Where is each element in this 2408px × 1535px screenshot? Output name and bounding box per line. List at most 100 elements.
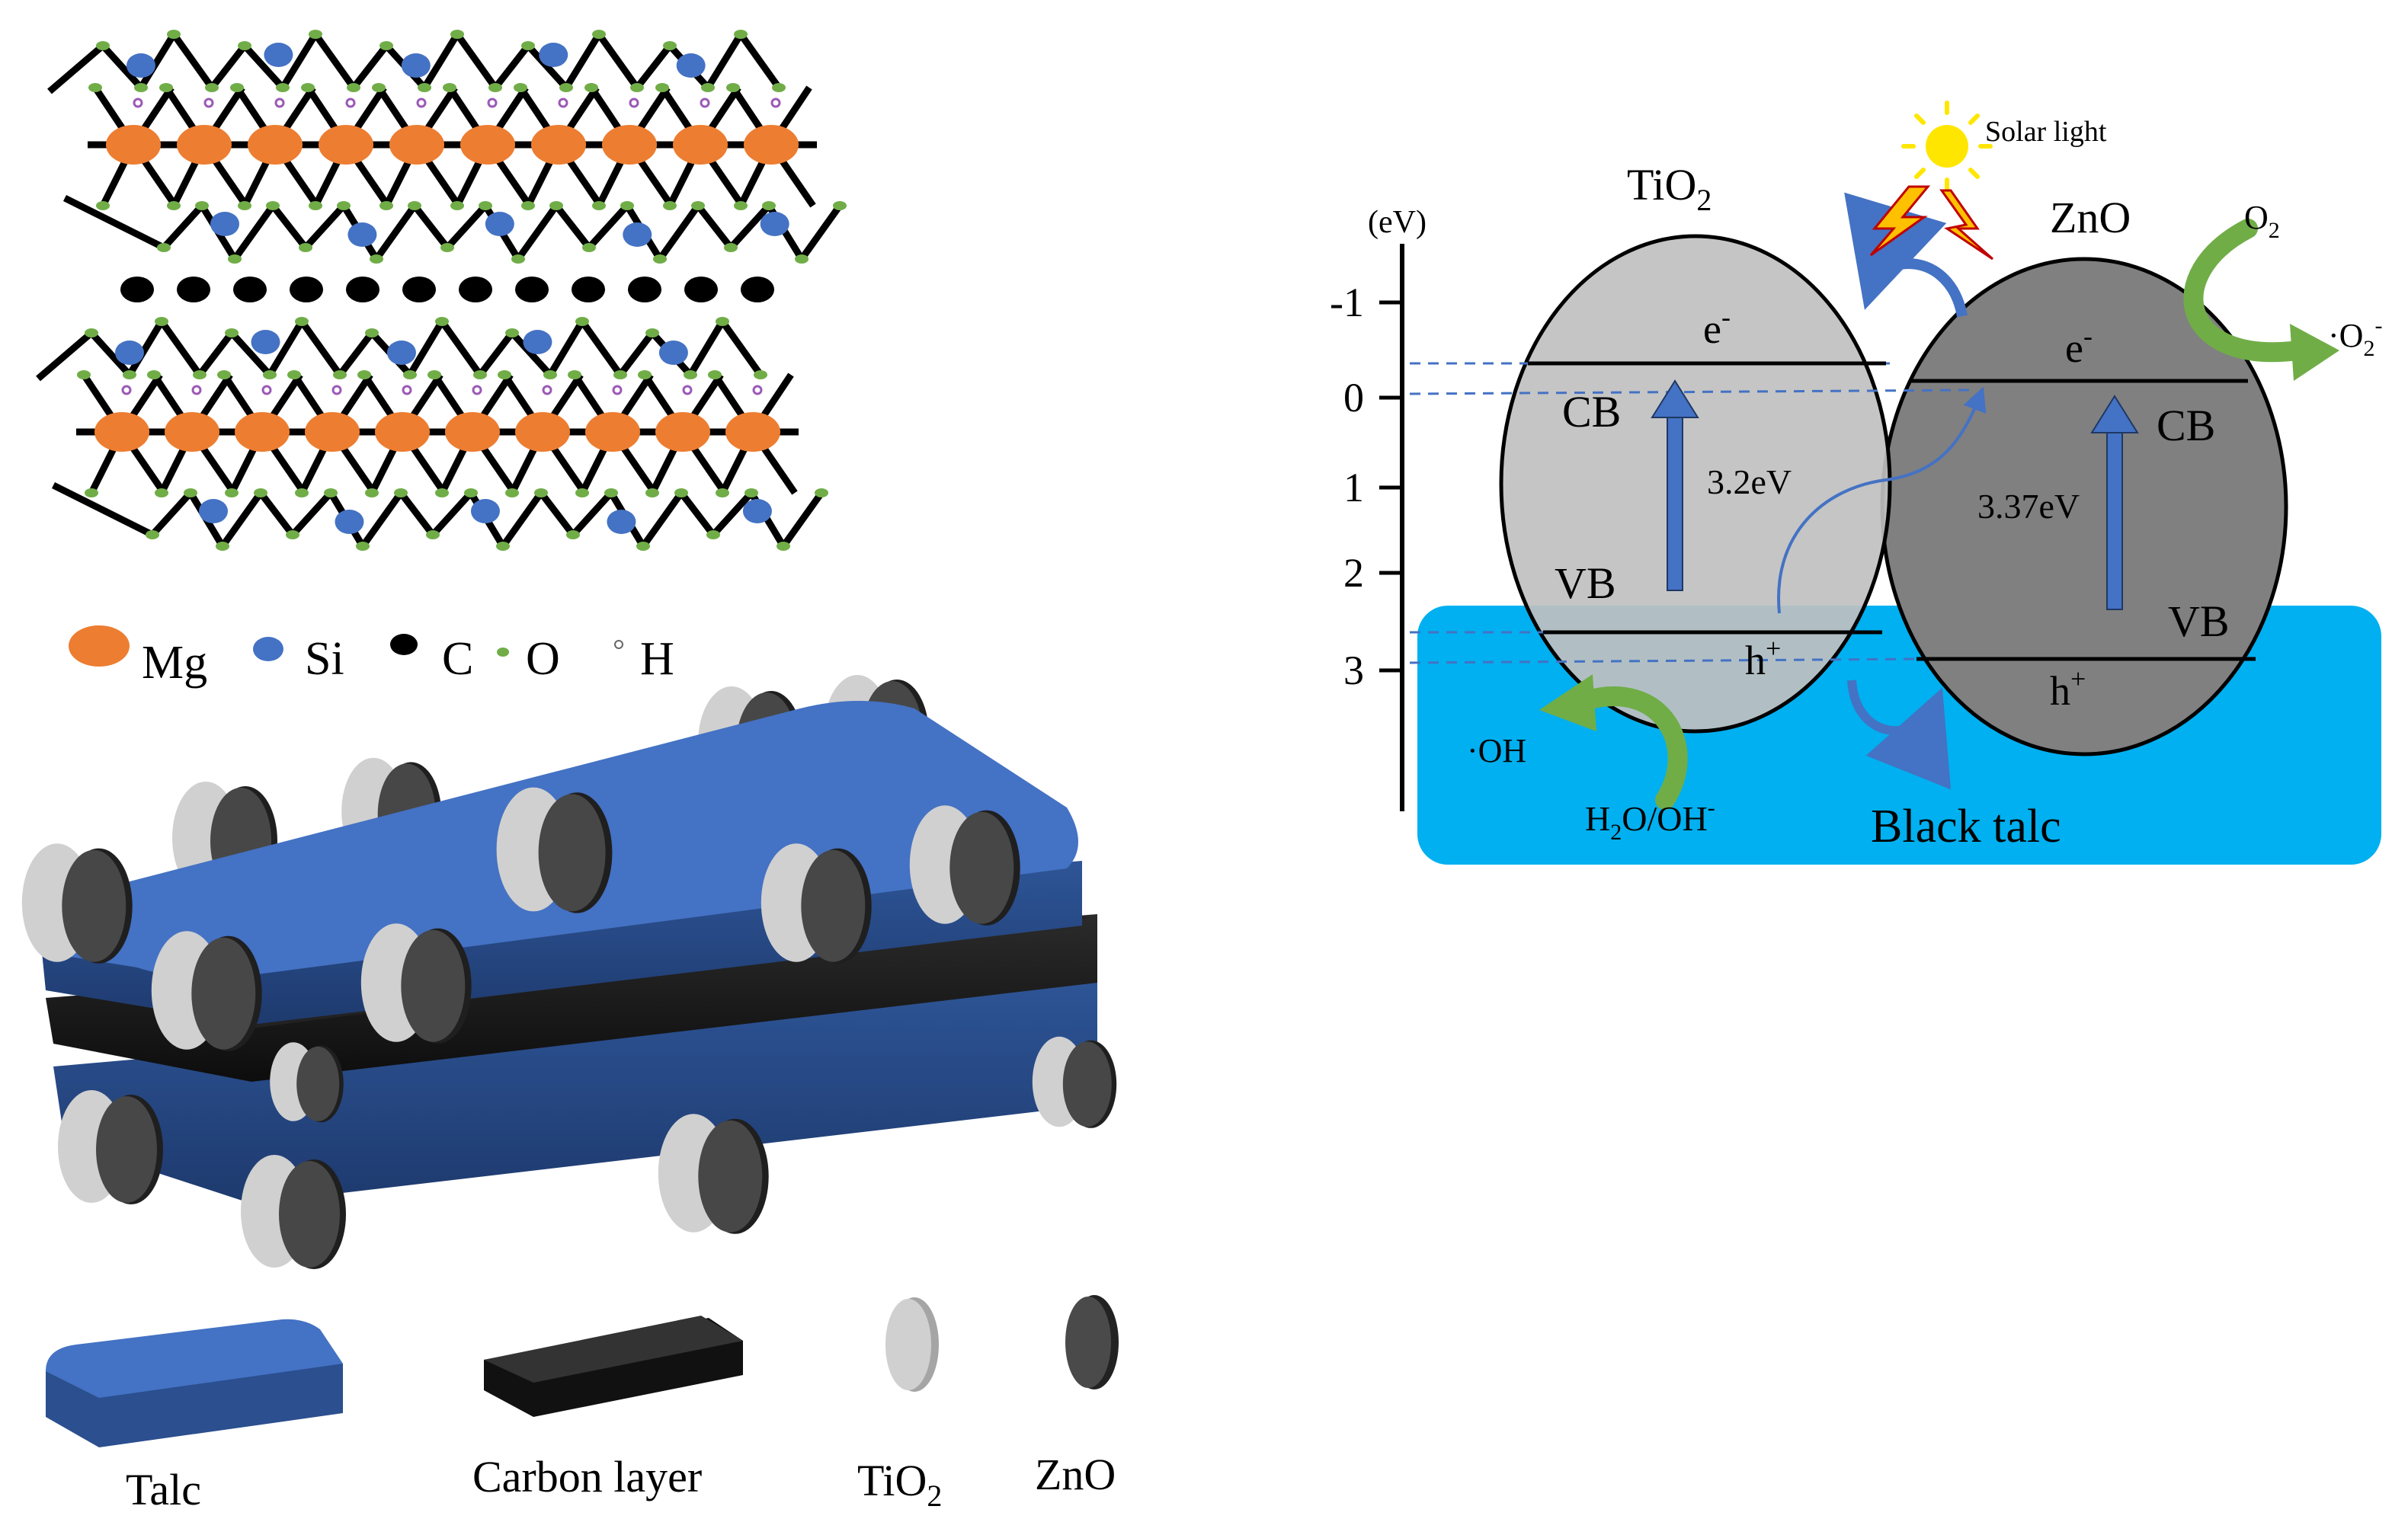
zno-title: ZnO bbox=[2050, 193, 2131, 242]
axis-tick-label: 1 bbox=[1343, 465, 1364, 510]
solar-light-label: Solar light bbox=[1985, 116, 2107, 148]
lightning-bolt-left-icon bbox=[1869, 185, 1931, 257]
oxygen-atom bbox=[691, 201, 705, 210]
oxygen-atom bbox=[408, 201, 421, 210]
carbon-atom bbox=[290, 277, 323, 302]
lightning-bolt-right-icon bbox=[1939, 189, 1993, 261]
hydrogen-atom bbox=[472, 385, 482, 395]
legend-c-symbol bbox=[390, 634, 418, 655]
oxygen-atom bbox=[379, 41, 393, 50]
oxygen-atom bbox=[88, 83, 102, 92]
hydrogen-atom bbox=[752, 385, 763, 395]
oxygen-atom bbox=[286, 530, 299, 539]
hydrogen-atom bbox=[542, 385, 552, 395]
oxygen-atom bbox=[684, 370, 697, 379]
silicon-atom bbox=[658, 341, 688, 365]
structure-bonds bbox=[36, 30, 843, 550]
oxygen-atom bbox=[674, 488, 688, 497]
sun-icon bbox=[1901, 101, 1993, 192]
carbon-atom bbox=[177, 277, 210, 302]
silicon-atom bbox=[760, 212, 789, 236]
oxygen-atom bbox=[505, 328, 519, 337]
oxygen-atom bbox=[464, 488, 478, 497]
magnesium-atom bbox=[673, 125, 728, 165]
oxygen-atom bbox=[575, 317, 589, 326]
oxygen-atom bbox=[734, 201, 748, 210]
water-oxidation-arrowhead bbox=[1539, 674, 1596, 731]
zno-hole: h+ bbox=[2050, 664, 2086, 714]
oxygen-atom bbox=[295, 317, 309, 326]
hydrogen-atom bbox=[770, 98, 781, 108]
legend-zno-label: ZnO bbox=[1035, 1450, 1116, 1499]
axis-tick-label: -1 bbox=[1330, 280, 1364, 325]
oxygen-atom bbox=[726, 83, 740, 92]
hydrogen-atom bbox=[203, 98, 214, 108]
oxygen-atom bbox=[734, 30, 748, 39]
oxygen-atom bbox=[418, 83, 431, 92]
legend-tio2-label: TiO2 bbox=[857, 1456, 942, 1513]
oxygen-atom bbox=[645, 488, 659, 497]
oxygen-atom bbox=[450, 30, 464, 39]
black-talc-label: Black talc bbox=[1871, 801, 2061, 852]
zno-vb-label: VB bbox=[2168, 596, 2230, 646]
oxygen-atom bbox=[450, 201, 464, 210]
zno-gap-arrowhead bbox=[2090, 395, 2139, 433]
oxygen-atom bbox=[762, 201, 776, 210]
tio2-zno-particle-pair bbox=[496, 787, 613, 913]
oxygen-atom bbox=[276, 83, 290, 92]
tio2-zno-particle-pair bbox=[241, 1155, 346, 1269]
oxygen-atom bbox=[287, 370, 301, 379]
oxygen-atom bbox=[559, 83, 573, 92]
legend-zno-disc bbox=[1065, 1295, 1119, 1389]
oxygen-atom bbox=[636, 542, 650, 551]
oxygen-atom bbox=[473, 370, 487, 379]
zno-gap-label: 3.37eV bbox=[1977, 487, 2080, 526]
tio2-zno-particle-pair bbox=[360, 923, 472, 1044]
oxygen-atom bbox=[403, 370, 417, 379]
zno-electron: e- bbox=[2065, 321, 2093, 371]
oxygen-atom bbox=[356, 542, 370, 551]
oxygen-atom bbox=[333, 370, 347, 379]
composite-3d-model bbox=[21, 675, 1117, 1269]
oxygen-atom bbox=[543, 370, 557, 379]
hydrogen-atom bbox=[416, 98, 427, 108]
tio2-zno-particle-pair bbox=[909, 805, 1020, 926]
silicon-atom bbox=[485, 212, 514, 236]
silicon-atom bbox=[742, 499, 772, 523]
silicon-atom bbox=[676, 53, 706, 78]
oxygen-atom bbox=[324, 488, 338, 497]
tio2-zno-particle-pair bbox=[58, 1090, 163, 1204]
oxygen-atom bbox=[724, 243, 738, 252]
oxygen-atom bbox=[230, 83, 244, 92]
magnesium-atom bbox=[235, 412, 290, 452]
oxygen-atom bbox=[167, 30, 181, 39]
zno-cb-label: CB bbox=[2157, 401, 2215, 450]
magnesium-atom bbox=[248, 125, 303, 165]
electron-transfer-arrow bbox=[1844, 192, 1968, 318]
oxygen-atom bbox=[372, 83, 386, 92]
hole-transfer-arrow bbox=[1847, 680, 1951, 790]
hydrogen-atom bbox=[133, 98, 143, 108]
hydrogen-atom bbox=[331, 385, 342, 395]
silicon-atom bbox=[347, 222, 377, 247]
oxygen-atom bbox=[77, 370, 91, 379]
atom-legend: Mg Si C O H bbox=[69, 625, 674, 689]
oxygen-atom bbox=[193, 370, 207, 379]
oxygen-atom bbox=[379, 201, 393, 210]
magnesium-atom bbox=[106, 125, 161, 165]
o2-label: O2 bbox=[2244, 199, 2280, 243]
oxygen-atom bbox=[357, 370, 371, 379]
oxygen-atom bbox=[309, 30, 322, 39]
hydrogen-atom bbox=[612, 385, 623, 395]
oxygen-atom bbox=[440, 243, 454, 252]
silicon-atom bbox=[115, 341, 144, 365]
magnesium-atom bbox=[177, 125, 232, 165]
magnesium-atom bbox=[305, 412, 360, 452]
oxygen-atom bbox=[566, 530, 580, 539]
silicon-atom bbox=[401, 53, 431, 78]
hydrogen-atom bbox=[487, 98, 498, 108]
oxygen-atom bbox=[575, 488, 589, 497]
silicon-atom bbox=[210, 212, 239, 236]
